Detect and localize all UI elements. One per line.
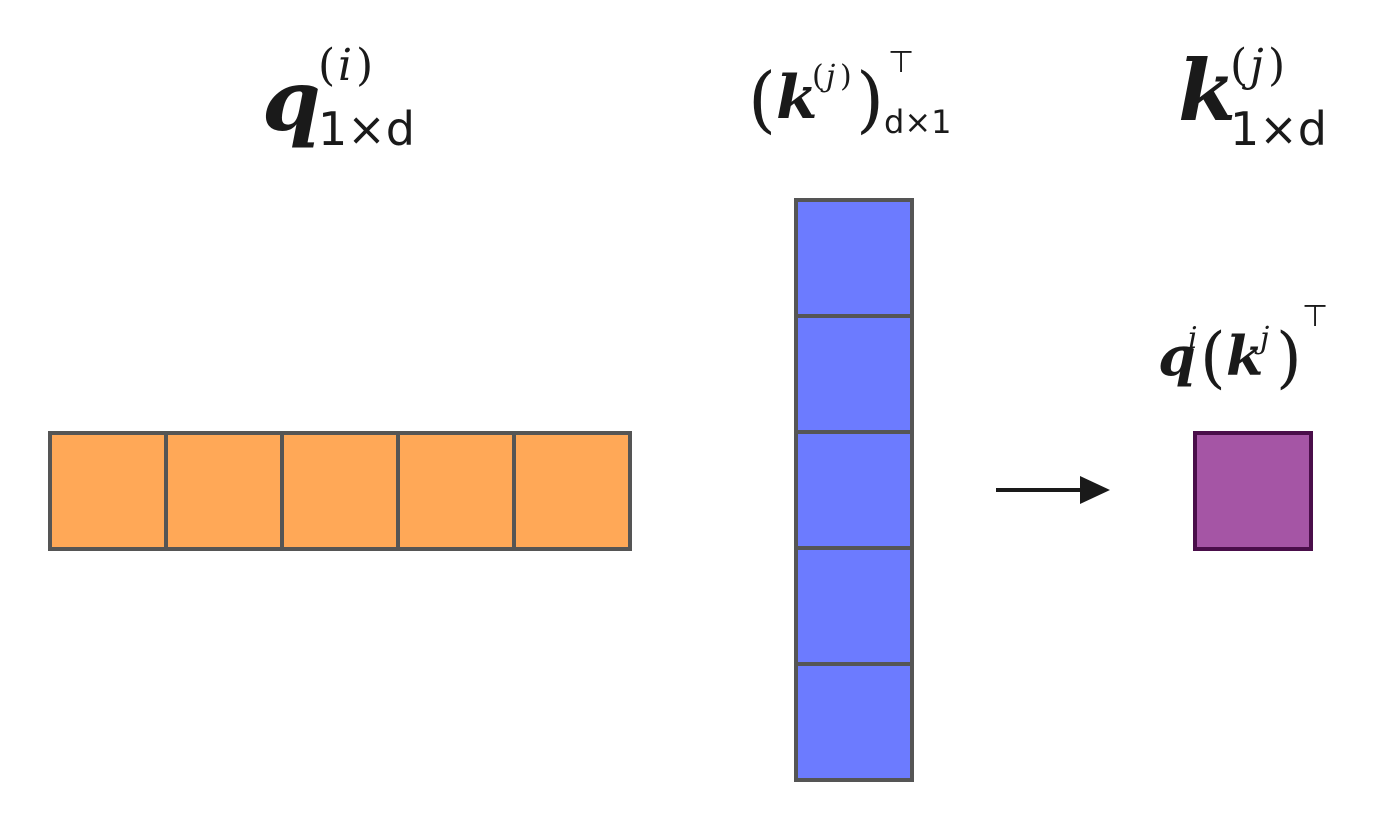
key-transpose-open-paren: ( bbox=[748, 57, 776, 141]
query-superscript-close-paren: ) bbox=[356, 40, 373, 91]
query-superscript: i bbox=[338, 40, 352, 91]
result-open-paren: ( bbox=[1200, 319, 1226, 396]
key-cell bbox=[794, 546, 914, 666]
result-cell bbox=[1193, 431, 1313, 551]
result-label: q i ( k j ) ⊤ bbox=[1158, 299, 1328, 396]
query-cell bbox=[280, 431, 400, 551]
result-k-symbol: k bbox=[1226, 324, 1263, 388]
query-cell bbox=[396, 431, 516, 551]
result-transpose-symbol: ⊤ bbox=[1302, 299, 1328, 334]
key-transpose-superscript-open-paren: ( bbox=[812, 59, 824, 94]
query-cell bbox=[164, 431, 284, 551]
key-transpose-subscript: d×1 bbox=[884, 103, 951, 141]
query-cell bbox=[512, 431, 632, 551]
key-cell bbox=[794, 430, 914, 550]
result-q-superscript: i bbox=[1188, 321, 1198, 356]
key-label: k ( j ) 1×d bbox=[1178, 40, 1327, 156]
query-cell bbox=[48, 431, 168, 551]
key-symbol: k bbox=[1178, 41, 1236, 140]
key-column-vector bbox=[794, 198, 914, 782]
key-transpose-superscript-close-paren: ) bbox=[840, 59, 852, 94]
key-subscript: 1×d bbox=[1230, 102, 1327, 156]
result-close-paren: ) bbox=[1276, 319, 1302, 396]
key-cell bbox=[794, 198, 914, 318]
query-symbol: q bbox=[262, 51, 321, 150]
key-transpose-label: ( k ( j ) ) ⊤ d×1 bbox=[748, 45, 951, 141]
query-vector bbox=[48, 431, 632, 551]
key-transpose-symbol-T: ⊤ bbox=[888, 45, 914, 80]
arrow-head bbox=[1080, 476, 1110, 504]
key-cell bbox=[794, 662, 914, 782]
key-cell bbox=[794, 314, 914, 434]
key-superscript-close-paren: ) bbox=[1268, 40, 1285, 91]
query-subscript: 1×d bbox=[318, 102, 415, 156]
key-transpose-close-paren: ) bbox=[856, 57, 884, 141]
key-transpose-symbol: k bbox=[776, 63, 818, 133]
result-scalar bbox=[1193, 431, 1313, 551]
query-superscript-open-paren: ( bbox=[318, 40, 335, 91]
query-label: q ( i ) 1×d bbox=[262, 40, 415, 156]
result-q-symbol: q bbox=[1158, 324, 1196, 388]
arrow bbox=[996, 476, 1110, 504]
key-superscript-open-paren: ( bbox=[1230, 40, 1247, 91]
